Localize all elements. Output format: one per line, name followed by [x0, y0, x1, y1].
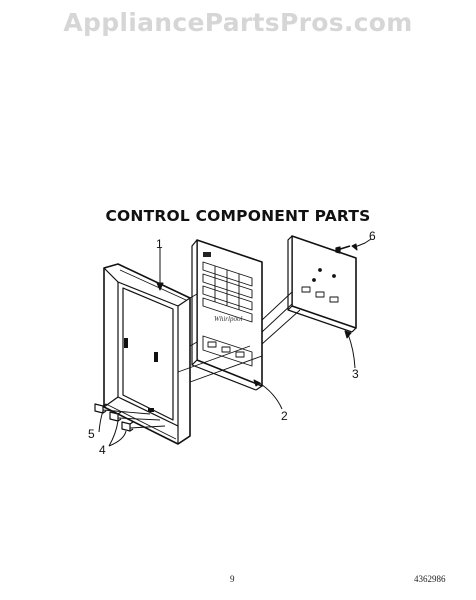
part-6-screw	[335, 245, 351, 254]
callout-1: 1	[156, 237, 163, 251]
callout-5: 5	[88, 427, 95, 441]
callout-2: 2	[281, 409, 288, 423]
assembly-alignment-lines	[102, 291, 301, 429]
part-2-control-panel: Whirlpool	[191, 239, 263, 391]
part-1-front-frame	[103, 263, 191, 445]
callout-3: 3	[352, 367, 359, 381]
part-number: 4362986	[414, 574, 446, 584]
callout-6: 6	[369, 229, 376, 243]
callout-4: 4	[99, 443, 106, 457]
diagram-title: CONTROL COMPONENT PARTS	[105, 207, 371, 225]
svg-text:Whirlpool: Whirlpool	[214, 315, 242, 323]
page-number: 9	[230, 574, 235, 584]
parts-4-5-buttons	[94, 403, 134, 432]
watermark: AppliancePartsPros.com	[63, 8, 413, 37]
callout-leader-lines	[98, 238, 372, 447]
part-3-back-plate	[287, 235, 357, 333]
